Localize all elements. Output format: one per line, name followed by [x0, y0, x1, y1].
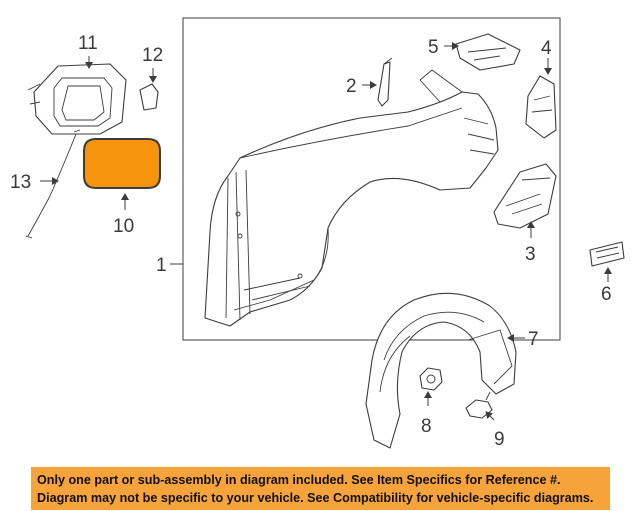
callout-13: 13: [10, 172, 31, 193]
callout-7: 7: [528, 329, 539, 350]
callout-1: 1: [156, 255, 167, 276]
part-8-nut: [419, 367, 443, 391]
callout-3: 3: [525, 244, 536, 265]
callout-11: 11: [78, 33, 98, 54]
callout-12: 12: [142, 45, 163, 66]
disclaimer-banner: Only one part or sub-assembly in diagram…: [31, 467, 610, 510]
disclaimer-line-2: Diagram may not be specific to your vehi…: [37, 491, 594, 505]
disclaimer-line-1: Only one part or sub-assembly in diagram…: [37, 473, 561, 487]
part-4-bracket: [525, 75, 557, 139]
part-13-rod: [25, 129, 81, 239]
quarter-panel: [204, 69, 499, 327]
callout-9: 9: [494, 429, 505, 450]
callout-6: 6: [601, 284, 612, 305]
part-6-emblem: [589, 241, 625, 267]
part-5-reinforcement: [455, 33, 521, 71]
parts-diagram: 1 2 5 4 3 6: [10, 17, 625, 450]
callout-8: 8: [421, 416, 432, 437]
part-3-housing: [493, 163, 557, 229]
callout-4: 4: [541, 38, 552, 59]
callout-2: 2: [346, 76, 357, 97]
part-11-fuel-door-housing: [27, 63, 127, 135]
assembly-bracket: [182, 17, 561, 341]
part-12-clip: [139, 83, 159, 111]
callout-5: 5: [428, 37, 439, 58]
part-2-bracket: [377, 57, 393, 107]
part-10-fuel-door: [83, 138, 161, 189]
part-7-wheelhouse-liner: [365, 292, 517, 449]
callout-10: 10: [113, 216, 134, 237]
callout-9-leader: [485, 411, 495, 421]
